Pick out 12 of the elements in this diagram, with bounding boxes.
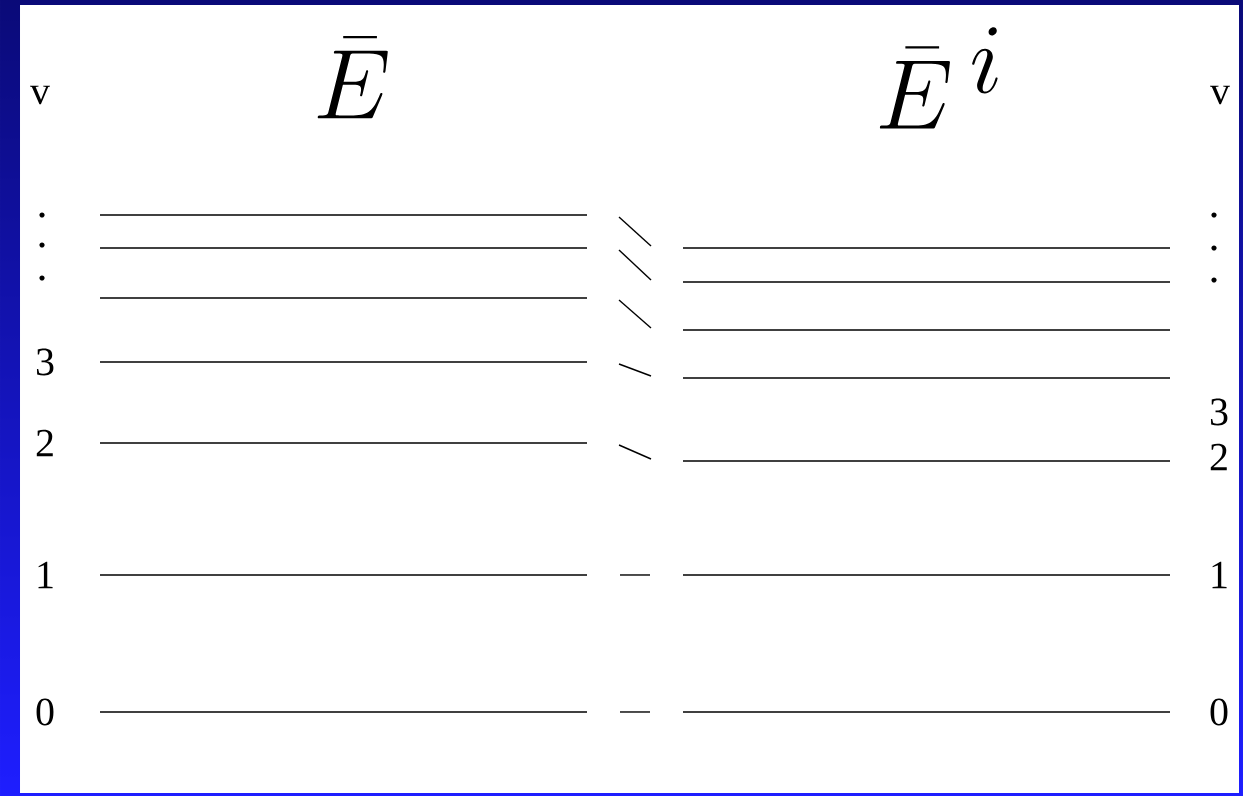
axis-label: $\bar{E}$ [317,36,388,119]
axis-label: v [1210,85,1230,105]
level-number: 3 [1210,398,1228,426]
level-number: 3 [36,348,54,376]
level-number: 0 [1210,698,1228,726]
level-number: 1 [38,561,53,589]
level-number: 1 [1212,561,1227,589]
level-number: 0 [36,698,54,726]
axis-label: $\bar{E}^{\,i}$ [879,27,998,129]
level-number: 2 [36,429,53,457]
axis-label: v [30,85,50,105]
level-number: 2 [1210,443,1227,471]
